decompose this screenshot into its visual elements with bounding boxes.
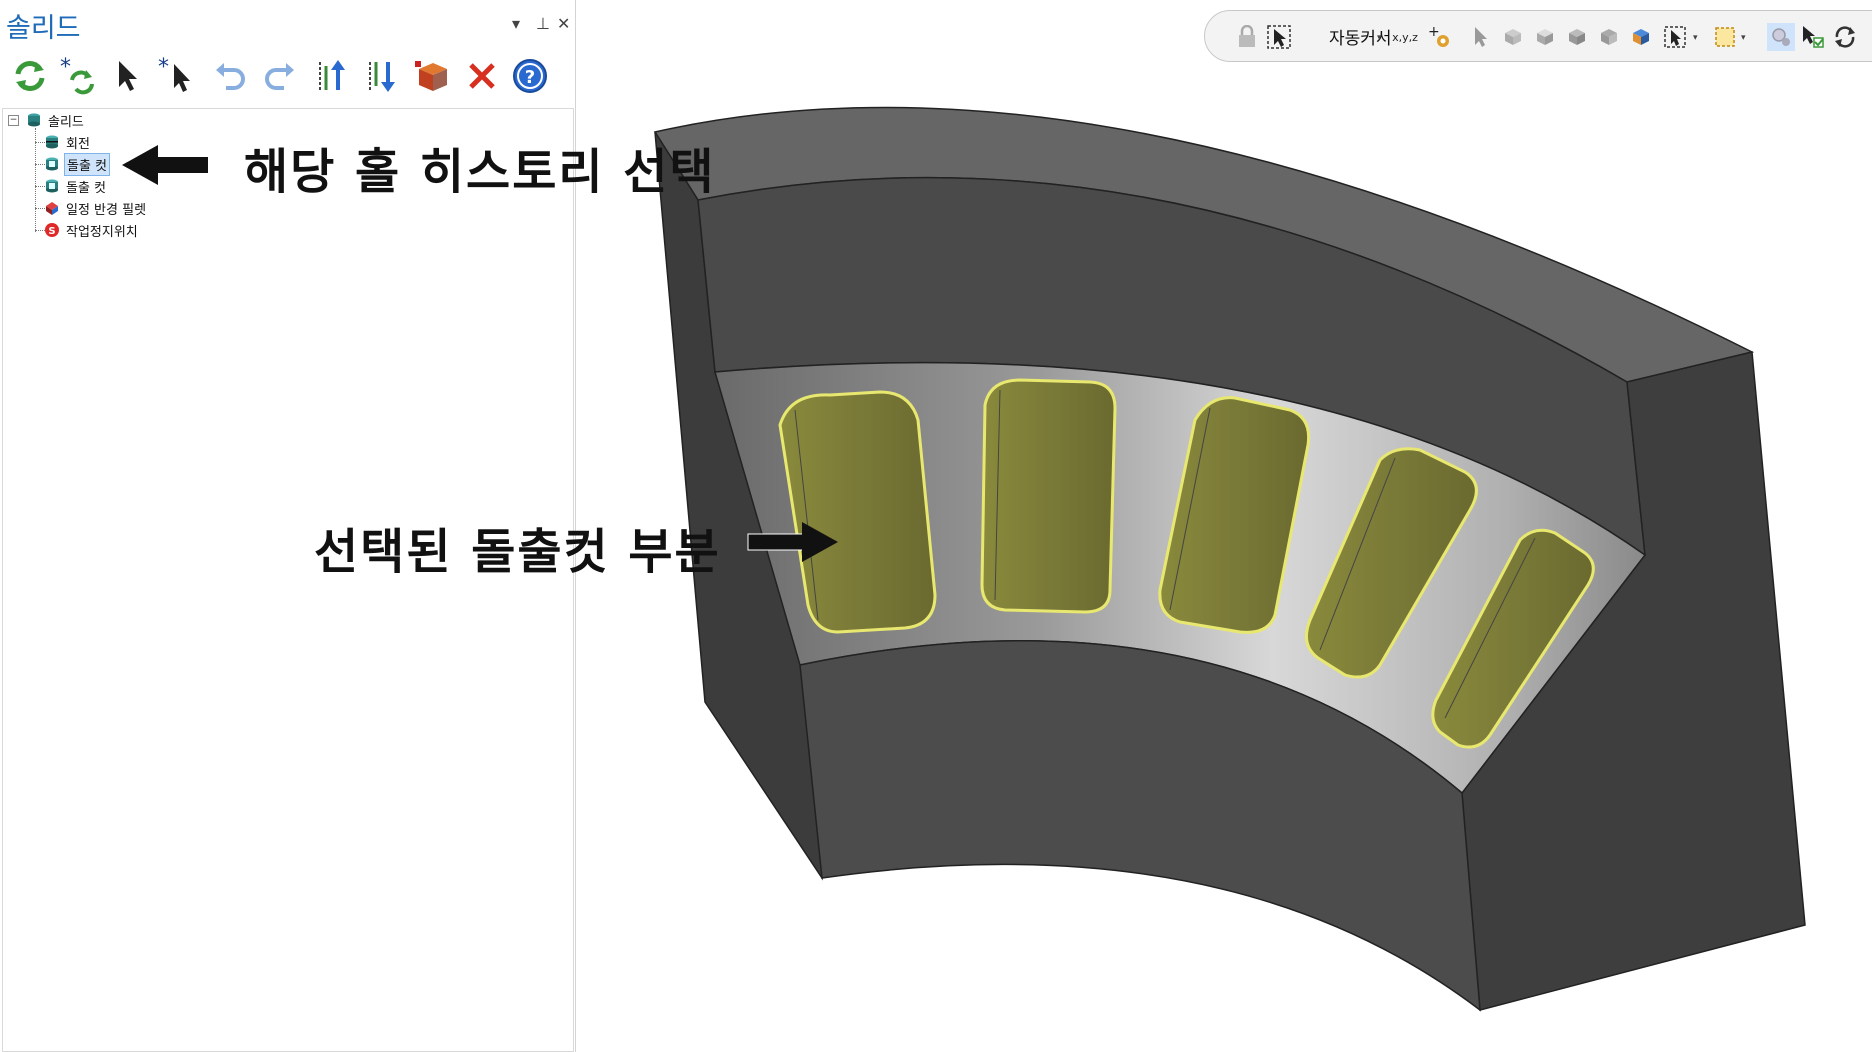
svg-text:*: * — [60, 56, 71, 80]
snap-settings-icon[interactable]: + — [1425, 23, 1453, 51]
filter-icon[interactable] — [1767, 23, 1795, 51]
slot-1 — [778, 390, 937, 634]
panel-close-icon[interactable]: ✕ — [557, 14, 571, 33]
svg-text:?: ? — [525, 67, 535, 88]
model-inner-lower-wall — [799, 640, 1481, 1012]
extrude-cut-icon — [44, 178, 60, 194]
select-check-icon[interactable] — [1799, 23, 1827, 51]
front-view-icon[interactable] — [1531, 23, 1559, 51]
annotation-history-select: 해당 홀 히스토리 선택 — [244, 144, 716, 200]
lock-icon[interactable] — [1233, 23, 1261, 51]
autocursor-dropdown-icon[interactable]: ▾ — [1377, 33, 1382, 43]
xyz-coordinate-icon[interactable]: x,y,z — [1391, 23, 1419, 51]
box-select-icon[interactable] — [1661, 23, 1689, 51]
tree-root-solid[interactable]: 솔리드 — [26, 110, 86, 130]
view-toolbar: 자동커서 ▾ x,y,z + ▾ ▾ — [1204, 10, 1872, 62]
solid-icon — [26, 112, 42, 128]
panel-dropdown-icon[interactable]: ▾ — [512, 14, 521, 33]
slot-4 — [1304, 447, 1478, 679]
select-arrow-icon[interactable] — [106, 54, 150, 98]
marquee-select-icon[interactable] — [1711, 23, 1739, 51]
tree-collapse-toggle[interactable]: − — [8, 115, 19, 126]
tree-connector — [35, 186, 45, 187]
tree-item-extrude-cut-2[interactable]: 돌출 컷 — [44, 176, 108, 196]
tree-item-stop-position[interactable]: S 작업정지위치 — [44, 220, 140, 240]
tree-connector — [35, 230, 45, 231]
panel-pin-icon[interactable]: ⊥ — [536, 14, 550, 33]
selected-extrude-cut[interactable] — [778, 378, 1595, 749]
tree-item-label: 작업정지위치 — [66, 224, 138, 240]
redo-icon[interactable] — [258, 54, 302, 98]
multi-select-icon[interactable]: * — [156, 54, 200, 98]
slot-2 — [980, 378, 1117, 614]
refresh-icon[interactable] — [8, 54, 52, 98]
tree-connector — [35, 142, 45, 143]
undo-icon[interactable] — [208, 54, 252, 98]
delete-icon[interactable] — [460, 54, 504, 98]
svg-text:*: * — [158, 56, 169, 80]
tree-item-label: 일정 반경 필렛 — [66, 202, 147, 218]
panel-title: 솔리드 — [6, 13, 81, 44]
xyz-label: x,y,z — [1392, 30, 1418, 44]
history-arrow-icon — [122, 145, 208, 185]
stop-icon: S — [44, 222, 60, 238]
annotation-selected-part: 선택된 돌출컷 부분 — [314, 524, 721, 580]
model-viewport[interactable] — [600, 60, 1872, 1052]
top-view-icon[interactable] — [1595, 23, 1623, 51]
tree-connector — [35, 128, 36, 232]
tree-item-extrude-cut-1[interactable]: 돌출 컷 — [44, 152, 111, 176]
svg-text:S: S — [48, 226, 55, 237]
slot-3 — [1158, 396, 1311, 634]
help-icon[interactable]: ? — [508, 54, 552, 98]
rotate-view-icon[interactable] — [1831, 23, 1859, 51]
tree-item-label: 돌출 컷 — [64, 152, 111, 176]
extrude-cut-icon — [44, 156, 60, 172]
tree-connector — [35, 164, 45, 165]
move-up-icon[interactable] — [310, 54, 354, 98]
tree-item-revolve[interactable]: 회전 — [44, 132, 92, 152]
slot-depth-lines — [794, 389, 1536, 719]
shaded-view-icon[interactable] — [1499, 23, 1527, 51]
revolve-icon — [44, 134, 60, 150]
solid-panel: 솔리드 ▾ ⊥ ✕ * * — [0, 0, 576, 1052]
box-select-dropdown-icon[interactable]: ▾ — [1693, 33, 1698, 43]
marquee-dropdown-icon[interactable]: ▾ — [1741, 33, 1746, 43]
slot-5 — [1431, 528, 1595, 749]
autocursor-icon[interactable] — [1265, 23, 1293, 51]
selected-part-arrow-icon — [747, 522, 838, 562]
color-cube-icon[interactable] — [1627, 23, 1655, 51]
autocursor-label[interactable]: 자동커서 — [1329, 29, 1392, 49]
tree-connector — [35, 208, 45, 209]
tree-item-label: 돌출 컷 — [66, 180, 107, 196]
svg-text:+: + — [1428, 24, 1440, 40]
solid-box-icon[interactable] — [410, 54, 454, 98]
fillet-icon — [44, 200, 60, 216]
pointer-icon[interactable] — [1467, 23, 1495, 51]
tree-item-fillet[interactable]: 일정 반경 필렛 — [44, 198, 148, 218]
tree-item-label: 회전 — [66, 136, 90, 152]
tree-root-label: 솔리드 — [48, 114, 84, 130]
move-down-icon[interactable] — [360, 54, 404, 98]
side-view-icon[interactable] — [1563, 23, 1591, 51]
refresh-all-icon[interactable]: * — [56, 54, 100, 98]
